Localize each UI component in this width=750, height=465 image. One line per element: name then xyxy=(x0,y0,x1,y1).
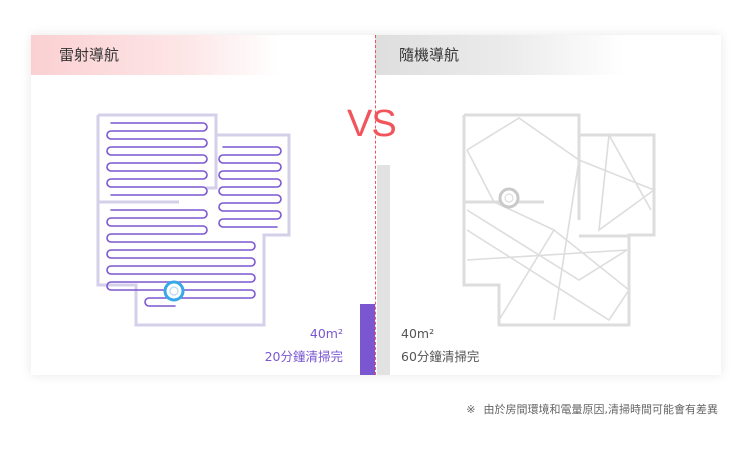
center-divider xyxy=(375,35,376,375)
robot-vacuum-icon xyxy=(498,187,520,209)
footnote-mark: ※ xyxy=(466,403,476,416)
laser-floor-plan xyxy=(96,113,291,327)
cleaning-path-2 xyxy=(218,146,282,228)
random-paths xyxy=(466,117,656,322)
cleaning-path-3 xyxy=(106,209,256,307)
cleaning-path-1 xyxy=(106,122,208,196)
robot-vacuum-icon xyxy=(163,280,185,302)
laser-time: 20分鐘清掃完 xyxy=(264,349,343,364)
laser-header xyxy=(31,35,375,75)
random-area: 40m² xyxy=(401,326,435,341)
comparison-card: 雷射導航 隨機導航 VS 40m² 20分鐘清掃完 40m² 60分鐘清掃完 xyxy=(31,35,721,375)
laser-nav-title: 雷射導航 xyxy=(59,46,120,64)
inner-wall xyxy=(206,135,218,190)
laser-area: 40m² xyxy=(309,326,343,341)
random-time: 60分鐘清掃完 xyxy=(401,349,480,364)
laser-time-bar xyxy=(360,304,375,375)
random-nav-title: 隨機導航 xyxy=(399,46,460,64)
footnote-text: 由於房間環境和電量原因,清掃時間可能會有差異 xyxy=(483,403,719,416)
random-header xyxy=(375,35,721,75)
vs-label: VS xyxy=(347,103,397,145)
random-floor-plan xyxy=(462,113,656,327)
random-time-bar xyxy=(377,165,390,375)
floor-outline xyxy=(96,113,291,327)
footnote: ※ 由於房間環境和電量原因,清掃時間可能會有差異 xyxy=(466,401,718,417)
